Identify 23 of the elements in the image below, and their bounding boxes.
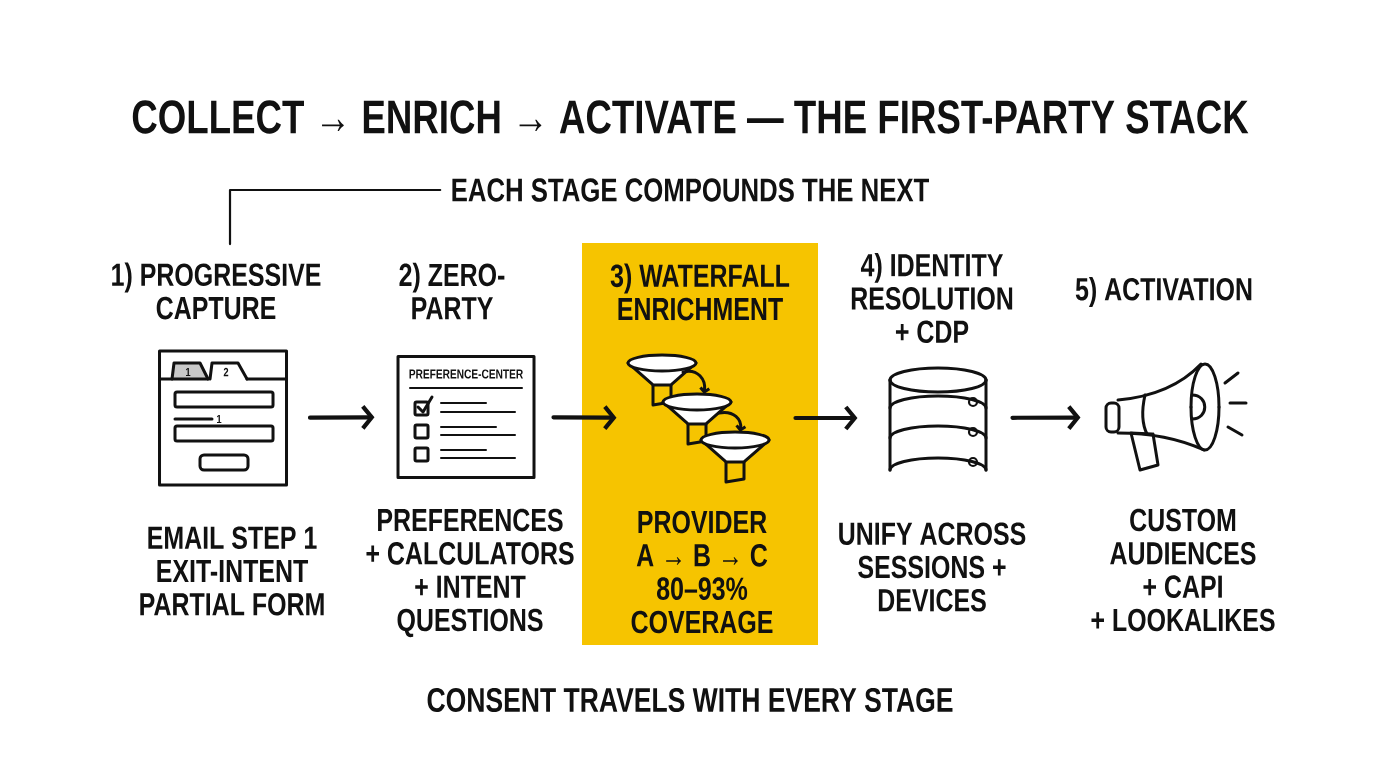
arrow xyxy=(551,405,617,430)
tab-number: 2 xyxy=(223,367,229,377)
arrow xyxy=(307,405,375,430)
note-text: EACH STAGE COMPOUNDS THE NEXT xyxy=(452,178,929,202)
stage-caption: PROVIDER A → B → C 80–93% COVERAGE xyxy=(631,510,773,634)
stage-caption: UNIFY ACROSS SESSIONS + DEVICES xyxy=(839,522,1026,612)
leader-line xyxy=(228,188,442,246)
stage-heading: 3) WATERFALL ENRICHMENT xyxy=(610,263,790,321)
title: COLLECT → ENRICH → ACTIVATE — THE FIRST-PARTY STACK xyxy=(132,100,1249,134)
stage-heading: 4) IDENTITY RESOLUTION + CDP xyxy=(851,252,1013,344)
stage-heading: 5) ACTIVATION xyxy=(1075,277,1252,307)
field-number: 1 xyxy=(217,414,222,424)
funnel-drawing xyxy=(626,353,771,484)
stage-heading: 2) ZERO-PARTY xyxy=(399,262,505,320)
stage-heading: 1) PROGRESSIVE CAPTURE xyxy=(112,262,321,320)
stage-caption: EMAIL STEP 1 EXIT-INTENT PARTIAL FORM xyxy=(140,526,324,616)
arrow xyxy=(1010,405,1081,430)
stage-caption: CUSTOM AUDIENCES + CAPI + LOOKALIKES xyxy=(1091,508,1275,632)
tab-number: 1 xyxy=(186,367,191,377)
arrow xyxy=(793,405,858,431)
form-title: PREFERENCE-CENTER xyxy=(409,369,523,379)
stage-caption: PREFERENCES + CALCULATORS + INTENT QUESTIONS xyxy=(366,508,574,638)
caption: CONSENT TRAVELS WITH EVERY STAGE xyxy=(427,687,953,713)
